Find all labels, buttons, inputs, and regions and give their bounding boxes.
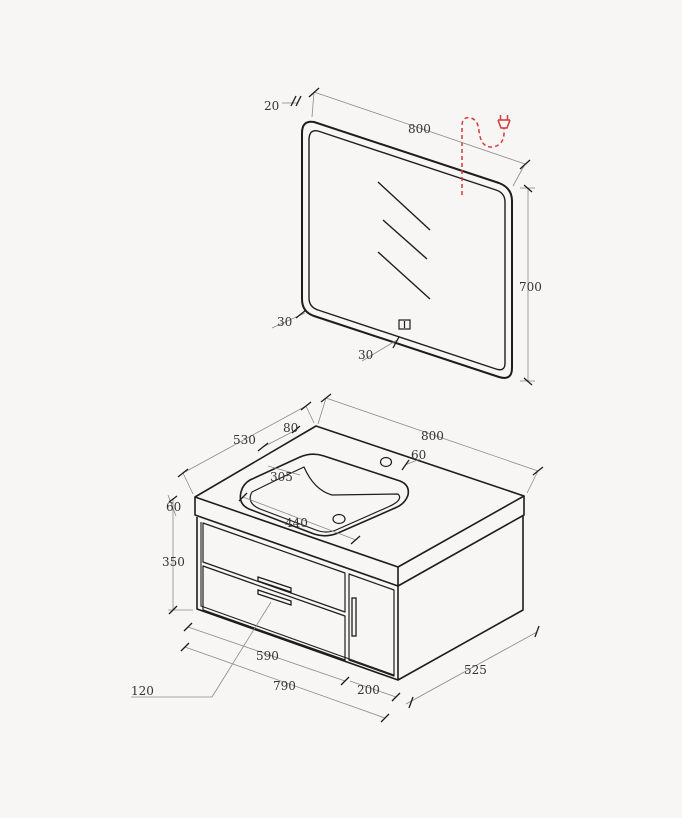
mirror-reflection-lines	[377, 181, 431, 300]
top-width-label: 800	[421, 429, 444, 443]
tap-offset-label: 60	[411, 448, 426, 462]
cabinet-door	[348, 573, 395, 677]
cabinet-depth-label: 525	[464, 663, 487, 677]
plug-icon	[497, 115, 511, 129]
mirror	[301, 120, 513, 379]
mirror-frame-bottom-label: 30	[358, 348, 373, 362]
cabinet-height-label: 350	[162, 555, 185, 569]
basin-depth-label: 305	[270, 470, 293, 484]
cabinet-front	[196, 517, 399, 681]
basin-bowl	[249, 466, 401, 533]
basin-offset-label: 80	[283, 421, 298, 435]
basin-drain	[332, 513, 346, 525]
cabinet-front-inner	[200, 522, 395, 676]
touch-switch-icon	[398, 319, 411, 330]
cabinet-width-label: 790	[273, 679, 296, 693]
drawer-width-label: 590	[256, 649, 279, 663]
mirror-height-label: 700	[519, 280, 542, 294]
basin-width-label: 440	[285, 516, 308, 530]
mirror-thickness-label: 20	[264, 99, 279, 113]
vanity-dimension-lines	[131, 397, 539, 719]
door-handle-icon	[351, 597, 357, 637]
lower-drawer	[202, 565, 346, 661]
drawer-handles	[257, 576, 357, 637]
mirror-frame-outer	[301, 120, 513, 379]
basin-rim	[239, 453, 410, 537]
countertop-side-edge	[397, 496, 525, 587]
mirror-dimension-ticks	[290, 87, 533, 386]
tap-hole	[379, 456, 393, 468]
upper-drawer	[202, 522, 346, 613]
upper-drawer-handle-icon	[257, 576, 292, 593]
handle-length-label: 120	[131, 684, 154, 698]
vanity-dimension-ticks	[168, 393, 544, 723]
countertop-front-edge	[194, 497, 399, 587]
vanity-depth-label: 530	[233, 433, 256, 447]
vanity	[194, 425, 525, 681]
lower-drawer-handle-icon	[257, 589, 292, 606]
top-thickness-label: 60	[166, 500, 181, 514]
mirror-frame-inner	[308, 130, 506, 371]
mirror-width-label: 800	[408, 122, 431, 136]
cabinet-side	[397, 515, 524, 681]
power-cord-icon	[461, 116, 505, 195]
mirror-frame-side-label: 30	[277, 315, 292, 329]
door-width-label: 200	[357, 683, 380, 697]
